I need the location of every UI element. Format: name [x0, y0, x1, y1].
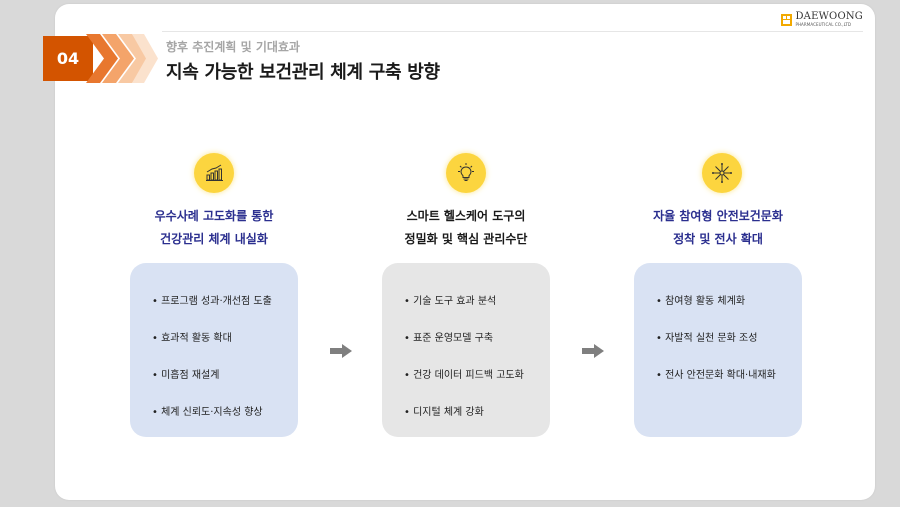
- list-item: • 건강 데이터 피드백 고도화: [404, 370, 524, 381]
- column-3-heading: 자율 참여형 안전보건문화 정착 및 전사 확대: [618, 205, 818, 251]
- column-1-heading-line-1: 우수사례 고도화를 통한: [154, 209, 274, 223]
- logo-mark-icon: [781, 13, 793, 26]
- right-arrow-icon: [582, 344, 604, 358]
- column-2-heading: 스마트 헬스케어 도구의 정밀화 및 핵심 관리수단: [366, 205, 566, 251]
- chevron-arrows-icon: [86, 34, 158, 83]
- column-2-box: • 기술 도구 효과 분석 • 표준 운영모델 구축 • 건강 데이터 피드백 …: [382, 263, 550, 437]
- logo-name: DAEWOONG: [795, 11, 863, 22]
- network-icon: [702, 153, 742, 193]
- column-3-heading-line-2: 정착 및 전사 확대: [673, 232, 763, 246]
- list-item: • 체계 신뢰도·지속성 향상: [152, 407, 263, 418]
- column-1-heading-line-2: 건강관리 체계 내실화: [160, 232, 268, 246]
- list-item: • 표준 운영모델 구축: [404, 333, 494, 344]
- bar-chart-icon: [194, 153, 234, 193]
- lightbulb-icon: [446, 153, 486, 193]
- right-arrow-icon: [330, 344, 352, 358]
- company-logo: DAEWOONG PHARMACEUTICAL CO.,LTD: [781, 12, 863, 27]
- list-item: • 전사 안전문화 확대·내재화: [656, 370, 776, 381]
- header-divider: [162, 31, 863, 32]
- page-title: 지속 가능한 보건관리 체계 구축 방향: [166, 62, 440, 83]
- list-item: • 프로그램 성과·개선점 도출: [152, 296, 272, 307]
- section-subtitle: 향후 추진계획 및 기대효과: [166, 40, 300, 54]
- column-2-heading-line-2: 정밀화 및 핵심 관리수단: [404, 232, 528, 246]
- column-3-heading-line-1: 자율 참여형 안전보건문화: [653, 209, 783, 223]
- logo-subtext: PHARMACEUTICAL CO.,LTD: [795, 22, 852, 27]
- list-item: • 참여형 활동 체계화: [656, 296, 746, 307]
- column-1-heading: 우수사례 고도화를 통한 건강관리 체계 내실화: [114, 205, 314, 251]
- list-item: • 미흡점 재설계: [152, 370, 220, 381]
- list-item: • 효과적 활동 확대: [152, 333, 232, 344]
- column-3-box: • 참여형 활동 체계화 • 자발적 실천 문화 조성 • 전사 안전문화 확대…: [634, 263, 802, 437]
- list-item: • 자발적 실천 문화 조성: [656, 333, 758, 344]
- list-item: • 디지털 체계 강화: [404, 407, 484, 418]
- column-2-heading-line-1: 스마트 헬스케어 도구의: [406, 209, 526, 223]
- section-number-badge: 04: [43, 36, 93, 81]
- column-1-box: • 프로그램 성과·개선점 도출 • 효과적 활동 확대 • 미흡점 재설계 •…: [130, 263, 298, 437]
- list-item: • 기술 도구 효과 분석: [404, 296, 497, 307]
